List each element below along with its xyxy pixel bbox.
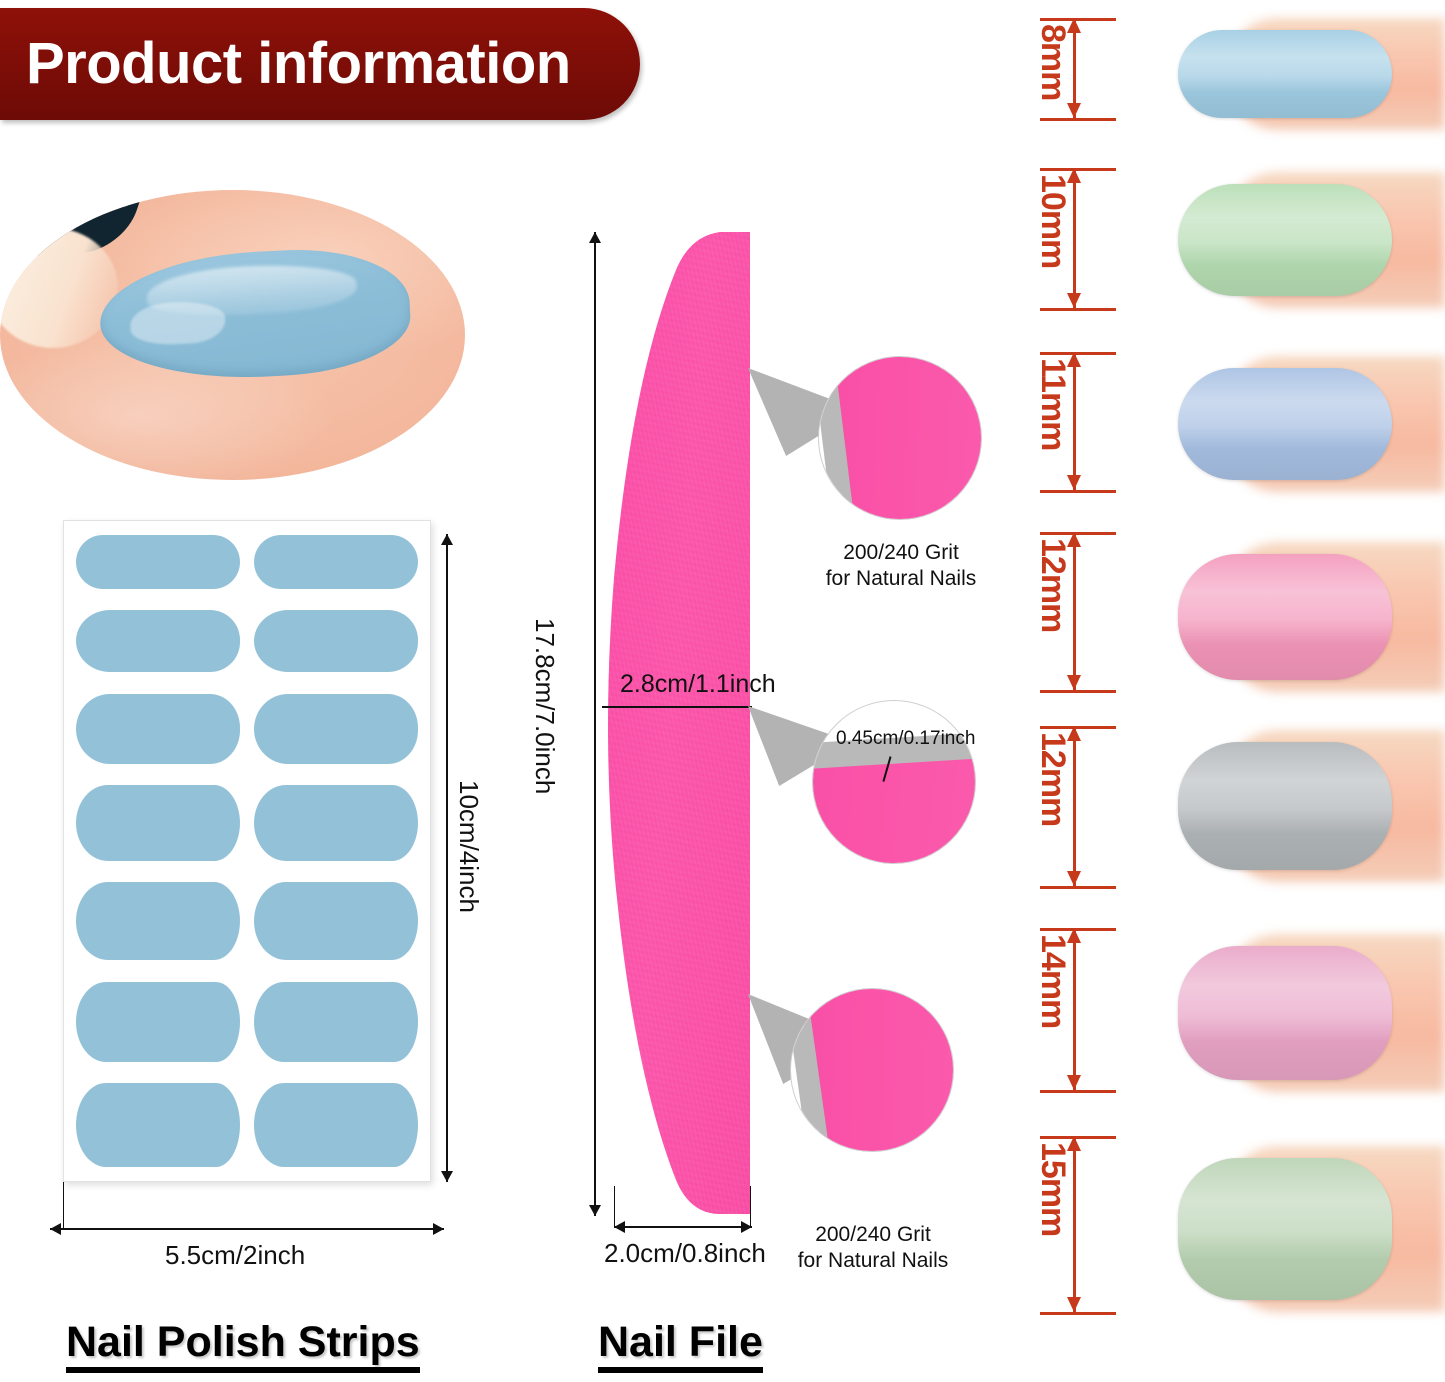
grit-caption-bottom: 200/240 Grit for Natural Nails: [778, 1222, 968, 1273]
nail-plate: [1178, 368, 1392, 480]
nail-strip: [76, 882, 240, 961]
size-dimension-cap-bottom: [1040, 690, 1116, 693]
size-dimension-arrow: [1067, 352, 1081, 490]
nail-file-height-label: 17.8cm/7.0inch: [530, 618, 560, 795]
size-label: 12mm: [1034, 732, 1072, 827]
header-banner: Product information: [0, 8, 640, 120]
thickness-magnifier: [812, 700, 976, 864]
size-label: 11mm: [1034, 358, 1072, 451]
nail-strip: [76, 784, 240, 861]
nail-file-width-tick-right: [750, 1186, 751, 1226]
sheet-width-tick-left: [63, 1182, 64, 1228]
grit-caption-bottom-line2: for Natural Nails: [797, 1248, 949, 1272]
cuticle-highlight: [0, 228, 118, 348]
size-label: 15mm: [1034, 1142, 1072, 1237]
nail-file-mid-width-line: [602, 706, 752, 708]
size-label: 8mm: [1034, 24, 1072, 101]
nail-strip: [76, 1082, 240, 1167]
nail-file-width-label: 2.0cm/0.8inch: [604, 1238, 766, 1268]
size-dimension-arrow: [1067, 532, 1081, 690]
nail-strip: [76, 610, 240, 673]
nail-file-width-dimension-arrow: [614, 1221, 752, 1233]
nail-strip: [76, 535, 240, 589]
thickness-label: 0.45cm/0.17inch: [836, 728, 976, 749]
size-dimension-arrow: [1067, 928, 1081, 1090]
sheet-width-dimension-arrow: [50, 1223, 444, 1235]
grit-caption-bottom-line1: 200/240 Grit: [815, 1223, 931, 1246]
magnified-file-face: [813, 756, 975, 863]
nail-color-swatch: [1178, 1146, 1445, 1312]
sheet-width-label: 5.5cm/2inch: [165, 1240, 306, 1270]
nail-color-swatch: [1178, 730, 1445, 882]
size-dimension-arrow: [1067, 168, 1081, 308]
nail-plate: [1178, 1158, 1392, 1300]
applied-nail-photo: [0, 190, 465, 480]
sheet-height-label: 10cm/4inch: [454, 780, 484, 913]
section-title-nail-file: Nail File: [598, 1319, 763, 1374]
strip-row: [76, 981, 418, 1062]
nail-polish-strips-sheet: [63, 520, 431, 1182]
sheet-height-dimension-arrow: [441, 534, 453, 1182]
size-label: 12mm: [1034, 538, 1072, 633]
size-dimension-cap-bottom: [1040, 1090, 1116, 1093]
nail-color-swatch: [1178, 356, 1445, 492]
size-label: 10mm: [1034, 174, 1072, 269]
nail-plate: [1178, 742, 1392, 870]
nail-plate: [1178, 184, 1392, 296]
nail-strip: [254, 1082, 418, 1167]
nail-plate: [1178, 946, 1392, 1080]
nail-file-grit-texture: [602, 228, 762, 1218]
strip-row: [76, 535, 418, 589]
size-dimension-cap-bottom: [1040, 118, 1116, 121]
nail-strip: [254, 535, 418, 589]
page-title: Product information: [26, 31, 571, 96]
strip-row: [76, 693, 418, 764]
nail-color-swatch: [1178, 934, 1445, 1092]
nail-strip: [76, 693, 240, 764]
nail-color-swatch: [1178, 18, 1445, 130]
nail-file-illustration: [602, 228, 762, 1218]
size-dimension-cap-bottom: [1040, 886, 1116, 889]
nail-file-mid-width-label: 2.8cm/1.1inch: [620, 670, 776, 698]
strip-row: [76, 882, 418, 961]
size-dimension-arrow: [1067, 18, 1081, 118]
nail-gloss-highlight-secondary: [129, 299, 227, 347]
grit-magnifier-top: [818, 356, 982, 520]
nail-strip: [76, 981, 240, 1062]
grit-caption-top: 200/240 Grit for Natural Nails: [806, 540, 996, 591]
nail-file-width-tick-left: [614, 1186, 615, 1226]
nail-strip: [254, 693, 418, 764]
nail-color-swatch: [1178, 542, 1445, 692]
size-dimension-arrow: [1067, 1136, 1081, 1312]
nail-strip: [254, 610, 418, 673]
size-label: 14mm: [1034, 934, 1072, 1029]
nail-plate: [1178, 554, 1392, 680]
size-dimension-arrow: [1067, 726, 1081, 886]
nail-file-height-dimension-arrow: [589, 232, 601, 1216]
nail-plate: [1178, 30, 1392, 118]
grit-caption-top-line1: 200/240 Grit: [843, 541, 959, 564]
section-title-nail-polish-strips: Nail Polish Strips: [66, 1319, 420, 1374]
size-dimension-cap-bottom: [1040, 1312, 1116, 1315]
strip-row: [76, 784, 418, 861]
grit-magnifier-bottom: [790, 988, 954, 1152]
size-dimension-cap-bottom: [1040, 490, 1116, 493]
strip-row: [76, 610, 418, 673]
nail-strip: [254, 882, 418, 961]
strip-row: [76, 1082, 418, 1167]
nail-color-swatch: [1178, 172, 1445, 308]
nail-strip: [254, 981, 418, 1062]
grit-caption-top-line2: for Natural Nails: [825, 566, 977, 590]
size-dimension-cap-bottom: [1040, 308, 1116, 311]
nail-strip: [254, 784, 418, 861]
